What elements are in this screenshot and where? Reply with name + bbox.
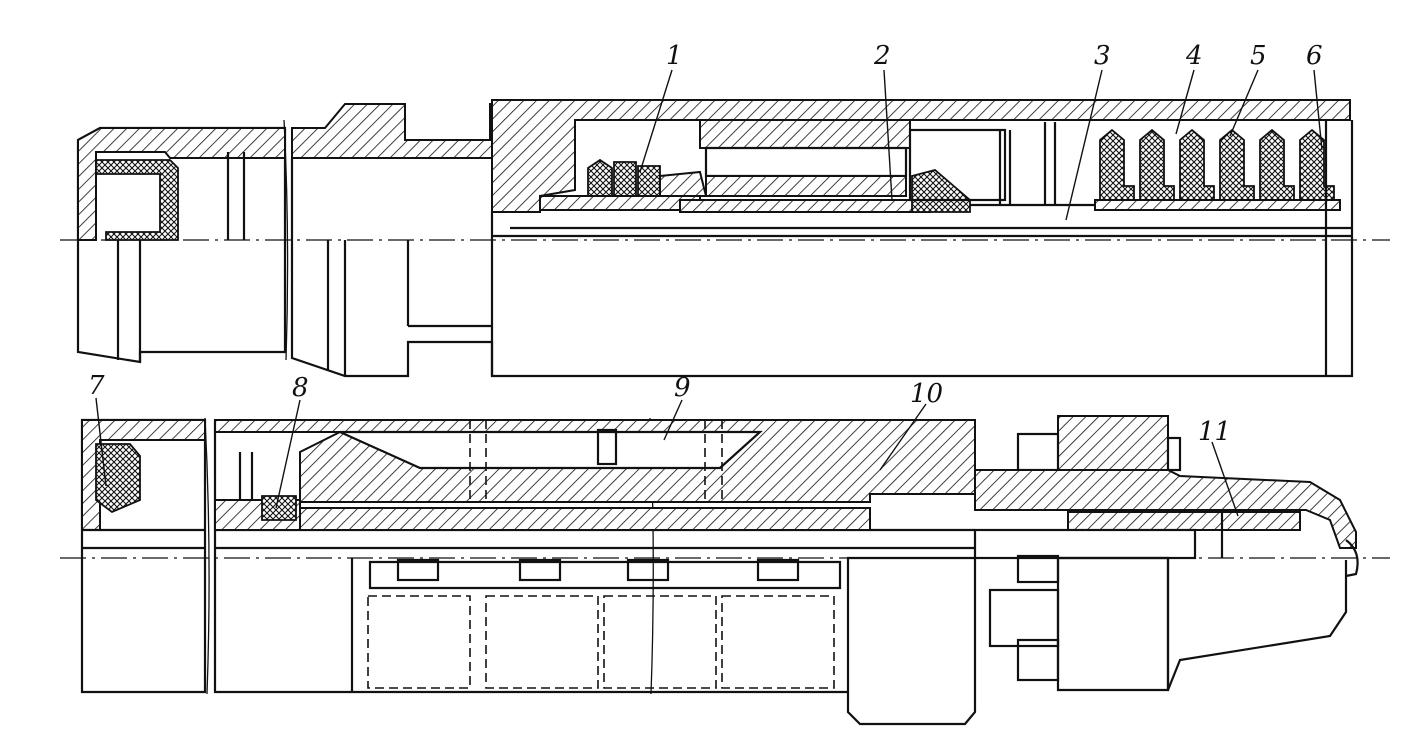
label-5: 5 (1250, 41, 1267, 71)
leader-8 (275, 399, 301, 509)
rotor-shaft (350, 558, 842, 692)
upper-assembly (60, 99, 1390, 378)
label-9: 9 (674, 373, 691, 403)
chevron-seal-stack (1094, 128, 1341, 211)
label-11: 11 (1198, 417, 1231, 447)
key-c (626, 558, 670, 582)
label-1: 1 (666, 41, 683, 71)
lower-assembly (60, 415, 1390, 726)
flange-bottom (1056, 556, 1170, 692)
leader-7 (95, 397, 107, 487)
central-sleeve-liner (679, 199, 931, 213)
chevron-seal-4 (1219, 128, 1255, 201)
leader-10 (879, 403, 927, 471)
flange-stud (988, 588, 1060, 648)
central-wedge-seal (911, 169, 971, 213)
flange-nut-mid (1016, 554, 1060, 584)
lower-end-boss (846, 556, 977, 726)
lower-seal-8 (261, 495, 297, 521)
upper-middle-outline (290, 158, 494, 378)
chevron-seal-3 (1179, 128, 1215, 201)
upper-left-seal (95, 159, 179, 241)
central-sleeve-body (704, 146, 908, 178)
central-sleeve-inner (705, 175, 907, 197)
part-labels: 1 2 3 4 5 6 7 8 9 10 11 (88, 41, 1323, 447)
bearing-cap-wall (974, 469, 1357, 549)
upper-left-wall (77, 127, 286, 241)
label-4: 4 (1185, 41, 1203, 71)
flange-nut-top (1016, 432, 1060, 472)
leader-4 (1175, 69, 1195, 135)
leader-2 (883, 69, 893, 201)
leader-11 (1211, 441, 1239, 517)
flange-nut-bottom (1016, 638, 1060, 682)
leader-5 (1229, 69, 1259, 137)
bearing-cap-outline (1166, 558, 1348, 691)
label-7: 7 (88, 371, 105, 401)
lower-housing-cavity (339, 430, 763, 470)
leader-3 (1065, 69, 1103, 221)
flange-top (1057, 415, 1169, 471)
rotor-b (485, 595, 599, 689)
leader-6 (1313, 69, 1323, 151)
lower-break-left (204, 417, 210, 695)
rotor-a (367, 595, 471, 689)
flange-washer-top (1166, 436, 1182, 472)
upper-housing-outline (490, 120, 1354, 378)
key-d (756, 558, 800, 582)
bearing-shaft (973, 528, 1197, 560)
leader-1 (639, 69, 673, 173)
leader-lines (95, 69, 1323, 517)
central-sleeve-top (699, 119, 911, 149)
upper-housing-wall (491, 99, 1351, 213)
rotor-d (721, 595, 835, 689)
lower-bolt (596, 428, 618, 466)
label-3: 3 (1094, 41, 1111, 71)
packing-sleeve (539, 195, 701, 211)
key-a (396, 558, 440, 582)
upper-break-line (283, 119, 289, 361)
leader-9 (663, 399, 683, 441)
upper-middle-wall (291, 103, 541, 159)
key-b (518, 558, 562, 582)
chevron-seal-1 (1099, 128, 1135, 201)
label-6: 6 (1306, 41, 1323, 71)
lower-liner (299, 507, 871, 531)
label-8: 8 (292, 373, 309, 403)
label-10: 10 (910, 379, 943, 409)
chevron-seal-2 (1139, 128, 1175, 201)
bearing-liner (1067, 511, 1301, 531)
packing-gland (659, 170, 708, 197)
chevron-base-ring (1094, 199, 1341, 211)
packing-ring-b (613, 161, 637, 199)
bearing-end-nut (1345, 539, 1359, 578)
spacer-block (908, 128, 1007, 202)
chevron-seal-6 (1299, 128, 1335, 201)
label-2: 2 (873, 41, 891, 71)
packing-ring-a (587, 158, 613, 199)
lower-left-seal (95, 443, 141, 514)
chevron-seal-5 (1259, 128, 1295, 201)
packing-ring-c (637, 165, 661, 199)
rotor-c (603, 595, 717, 689)
